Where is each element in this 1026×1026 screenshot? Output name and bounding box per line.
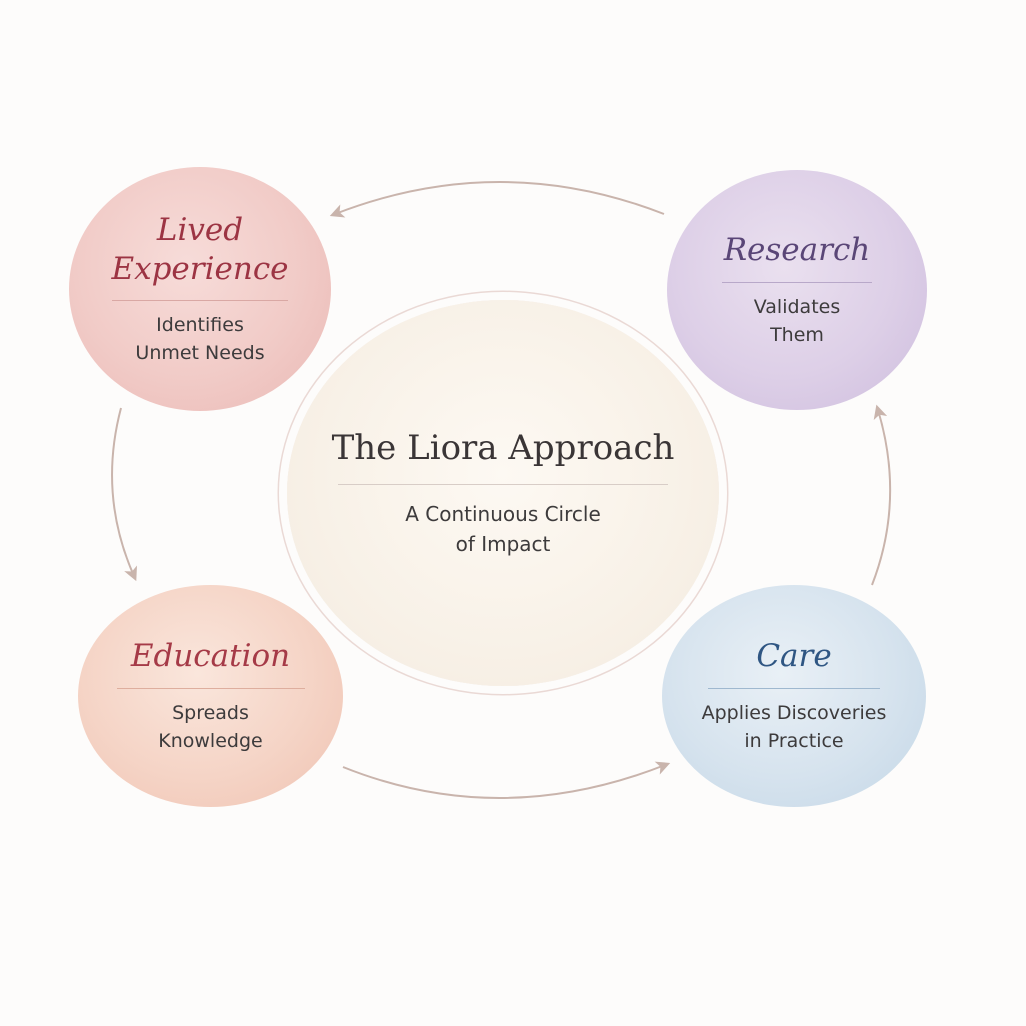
center-divider xyxy=(338,483,668,485)
education-node: Education Spreads Knowledge xyxy=(78,585,343,807)
care-desc-line2: in Practice xyxy=(744,729,844,752)
center-subtitle: A Continuous Circle of Impact xyxy=(405,499,601,559)
lived-experience-desc-line2: Unmet Needs xyxy=(135,342,265,365)
research-divider xyxy=(722,281,872,283)
arrow-education-to-care xyxy=(342,761,671,799)
education-desc-line2: Knowledge xyxy=(158,729,263,752)
lived-experience-node: Lived Experience Identifies Unmet Needs xyxy=(69,167,331,411)
care-desc-line1: Applies Discoveries xyxy=(701,701,887,724)
education-title: Education xyxy=(130,638,291,675)
research-desc-line2: Them xyxy=(770,323,824,346)
arrow-care-to-research xyxy=(871,404,892,586)
center-subtitle-line1: A Continuous Circle xyxy=(405,501,601,526)
research-title: Research xyxy=(723,232,871,269)
education-description: Spreads Knowledge xyxy=(158,699,262,755)
lived-experience-desc-line1: Identifies xyxy=(156,314,244,337)
center-approach-node: The Liora Approach A Continuous Circle o… xyxy=(287,300,719,686)
lived-experience-title-line1: Lived xyxy=(156,211,244,248)
center-title: The Liora Approach xyxy=(331,428,675,469)
lived-experience-title: Lived Experience xyxy=(111,211,288,289)
care-title: Care xyxy=(756,638,832,675)
center-subtitle-line2: of Impact xyxy=(455,531,551,556)
research-node: Research Validates Them xyxy=(667,170,927,410)
care-description: Applies Discoveries in Practice xyxy=(702,699,887,755)
care-divider xyxy=(708,687,880,689)
education-desc-line1: Spreads xyxy=(172,701,249,724)
lived-experience-divider xyxy=(112,300,288,302)
lived-experience-description: Identifies Unmet Needs xyxy=(135,311,264,367)
lived-experience-title-line2: Experience xyxy=(111,250,289,287)
research-description: Validates Them xyxy=(754,293,840,349)
care-node: Care Applies Discoveries in Practice xyxy=(662,585,926,807)
arrow-lived-to-education xyxy=(111,407,137,582)
research-desc-line1: Validates xyxy=(753,295,841,318)
arrow-research-to-lived xyxy=(329,181,665,218)
education-divider xyxy=(116,687,305,689)
